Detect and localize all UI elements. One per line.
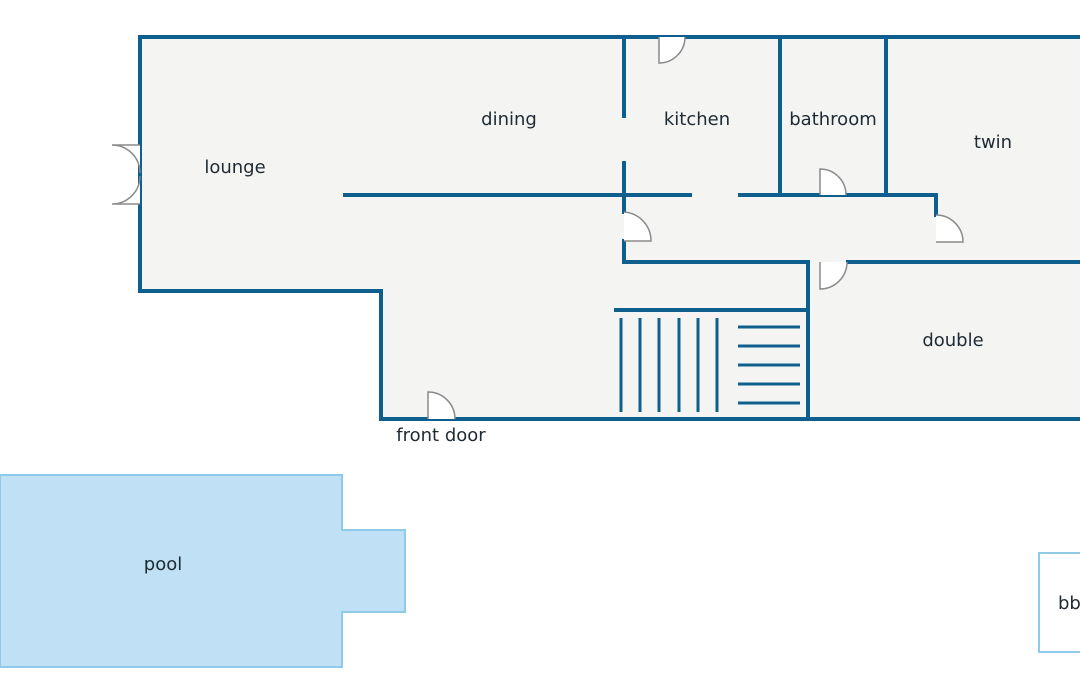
door-swing-icon[interactable] — [819, 261, 848, 290]
door-swing-icon[interactable] — [111, 175, 141, 205]
bbq-label: bbq — [1058, 593, 1080, 614]
door-swing-icon[interactable] — [623, 211, 652, 242]
door-swing-icon[interactable] — [427, 391, 456, 420]
room-label-double: double — [922, 330, 983, 351]
door-swing-icon[interactable] — [819, 168, 847, 196]
door-swing-icon[interactable] — [935, 214, 964, 243]
room-label-dining: dining — [481, 109, 537, 130]
pool-label: pool — [144, 554, 182, 575]
room-label-twin: twin — [974, 132, 1012, 153]
room-label-lounge: lounge — [204, 157, 265, 178]
exterior-wall — [138, 35, 1080, 421]
bbq-area — [1038, 552, 1080, 653]
doors — [111, 36, 964, 420]
pool-shape — [0, 474, 406, 668]
door-swing-icon[interactable] — [111, 144, 141, 174]
walls — [138, 35, 1080, 421]
room-label-bathroom: bathroom — [789, 109, 877, 130]
room-label-kitchen: kitchen — [664, 109, 730, 130]
stairs-icon — [619, 318, 800, 412]
front-door-label: front door — [396, 425, 486, 446]
door-swing-icon[interactable] — [658, 36, 686, 64]
house-floor — [140, 37, 1080, 419]
